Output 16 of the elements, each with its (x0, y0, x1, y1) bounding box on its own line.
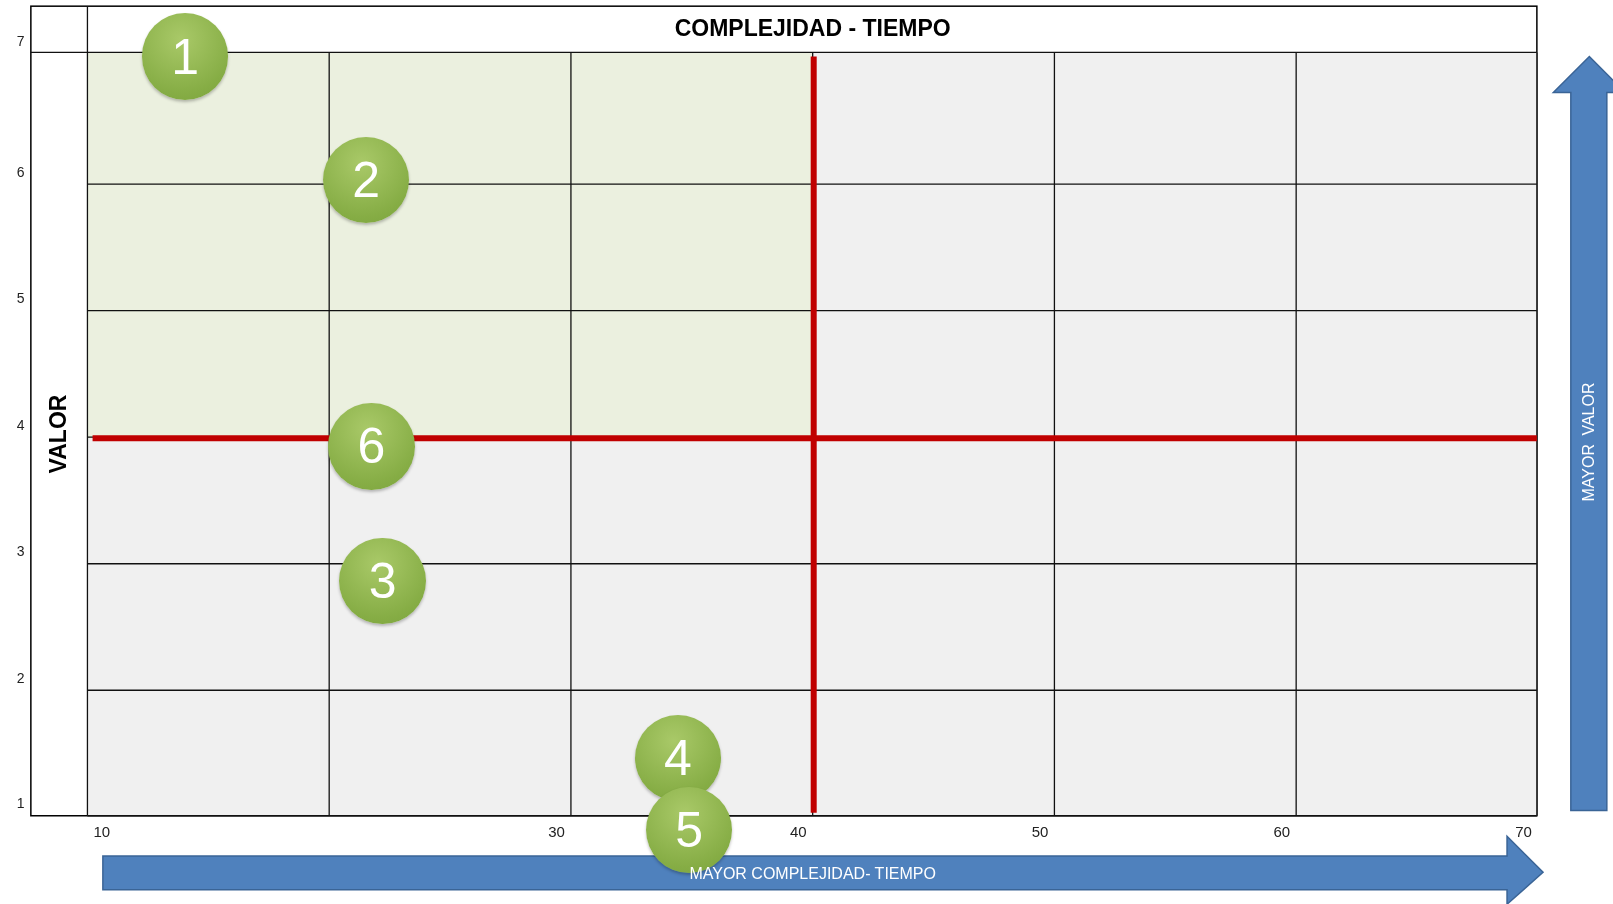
tick-label: 6 (16, 164, 25, 179)
chart-title: COMPLEJIDAD - TIEMPO (674, 15, 951, 43)
tick-label: 30 (548, 823, 565, 839)
tick-label: 10 (93, 823, 111, 839)
tick-label: 2 (16, 670, 25, 685)
tick-label: 60 (1273, 823, 1291, 839)
tick-label: 70 (1515, 823, 1532, 839)
tick-label: 7 (16, 34, 25, 49)
tick-label: 1 (16, 796, 25, 811)
axis-direction-label: MAYOR VALOR (1581, 382, 1598, 502)
tick-label: 3 (16, 544, 25, 559)
axis-title: VALOR (46, 394, 70, 474)
tick-label: 40 (789, 823, 807, 839)
tick-label: 50 (1031, 823, 1049, 839)
tick-label: 4 (16, 417, 25, 432)
tick-label: 5 (16, 291, 25, 306)
